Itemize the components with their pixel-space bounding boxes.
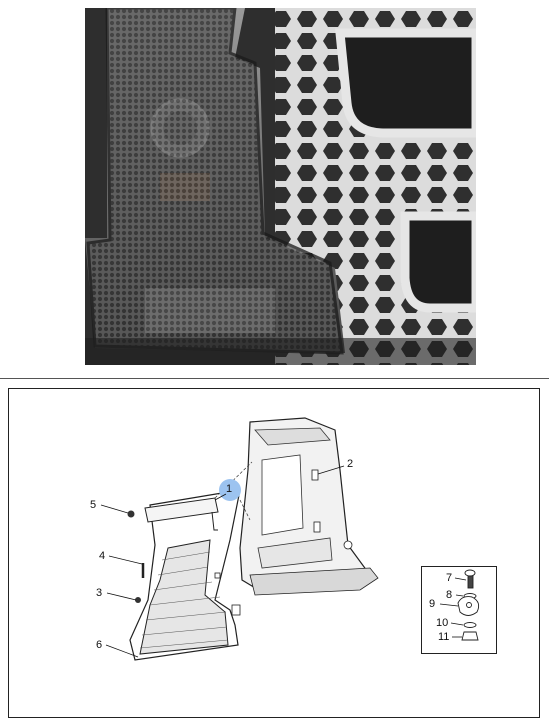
- callout-9: 9: [429, 598, 436, 610]
- callout-3: 3: [96, 587, 103, 599]
- headlamp-housing: [239, 417, 371, 593]
- callout-1: 1: [226, 483, 233, 495]
- exploded-diagram-frame: [8, 388, 540, 718]
- callout-1-highlight: [219, 479, 241, 501]
- callout-10: 10: [436, 617, 449, 629]
- headlamp-guard-photo: [85, 8, 476, 365]
- callout-11: 11: [438, 631, 450, 643]
- hardware-detail-inset: [421, 566, 497, 654]
- callout-7: 7: [446, 572, 453, 584]
- callout-8: 8: [446, 589, 453, 601]
- callout-2: 2: [347, 458, 354, 470]
- callout-6: 6: [96, 639, 103, 651]
- photo-illustration: [85, 8, 476, 365]
- section-divider: [0, 378, 549, 379]
- callout-5: 5: [90, 499, 97, 511]
- callout-4: 4: [99, 550, 106, 562]
- screw-5: [127, 510, 135, 518]
